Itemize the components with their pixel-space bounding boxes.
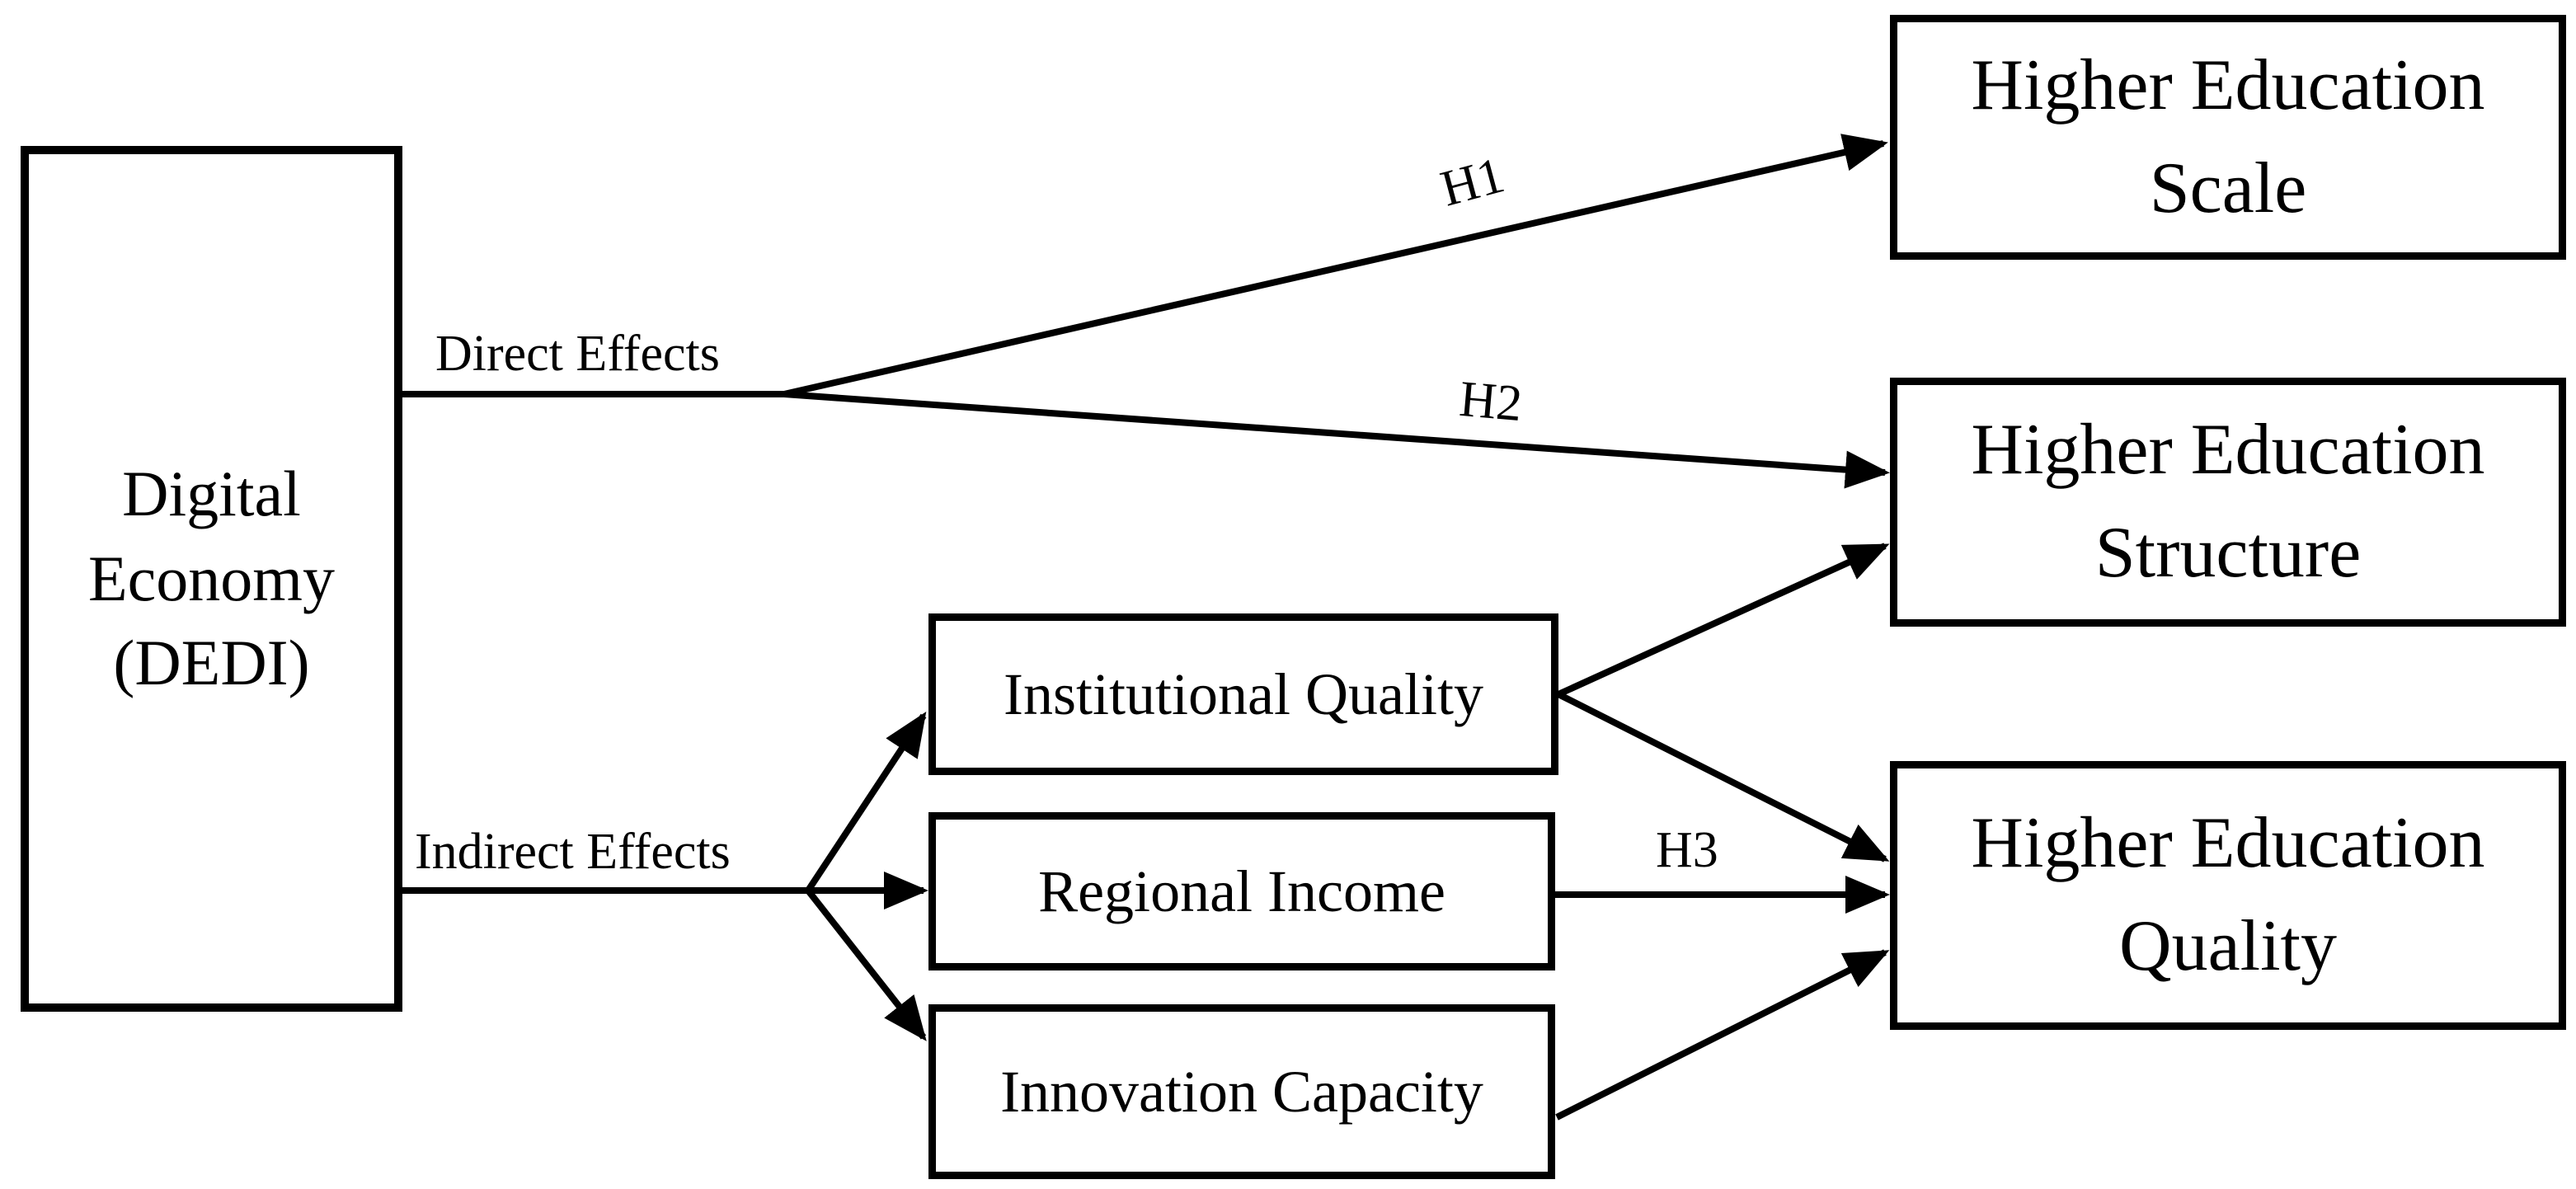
edge-institutional-to-structure [1557, 543, 1890, 698]
node-higher-education-quality-label: Higher Education Quality [1971, 803, 2485, 986]
h2-label: H2 [1457, 370, 1525, 433]
edge-institutional-to-quality [1557, 691, 1890, 862]
node-institutional-quality-label: Institutional Quality [1004, 660, 1483, 727]
edge-direct-h2-to-structure [783, 391, 1890, 489]
node-digital-economy: Digital Economy (DEDI) [21, 146, 402, 1012]
node-institutional-quality: Institutional Quality [928, 613, 1558, 775]
node-higher-education-structure: Higher Education Structure [1890, 378, 2566, 627]
node-higher-education-structure-label: Higher Education Structure [1971, 410, 2485, 593]
node-innovation-capacity: Innovation Capacity [928, 1004, 1555, 1179]
indirect-effects-label: Indirect Effects [415, 824, 731, 880]
edge-innovation-to-quality [1555, 949, 1890, 1121]
edge-indirect-to-institutional-quality [805, 711, 927, 893]
node-higher-education-scale: Higher Education Scale [1890, 15, 2566, 260]
direct-effects-label: Direct Effects [435, 326, 720, 382]
edge-indirect-to-innovation-capacity [805, 888, 927, 1041]
node-regional-income: Regional Income [928, 812, 1555, 970]
edge-direct-h1-to-scale [783, 134, 1888, 397]
node-digital-economy-label: Digital Economy (DEDI) [88, 457, 335, 699]
node-higher-education-scale-label: Higher Education Scale [1971, 45, 2485, 228]
node-higher-education-quality: Higher Education Quality [1890, 761, 2566, 1030]
h3-label: H3 [1656, 822, 1718, 878]
node-regional-income-label: Regional Income [1038, 858, 1445, 924]
node-innovation-capacity-label: Innovation Capacity [1000, 1058, 1483, 1125]
